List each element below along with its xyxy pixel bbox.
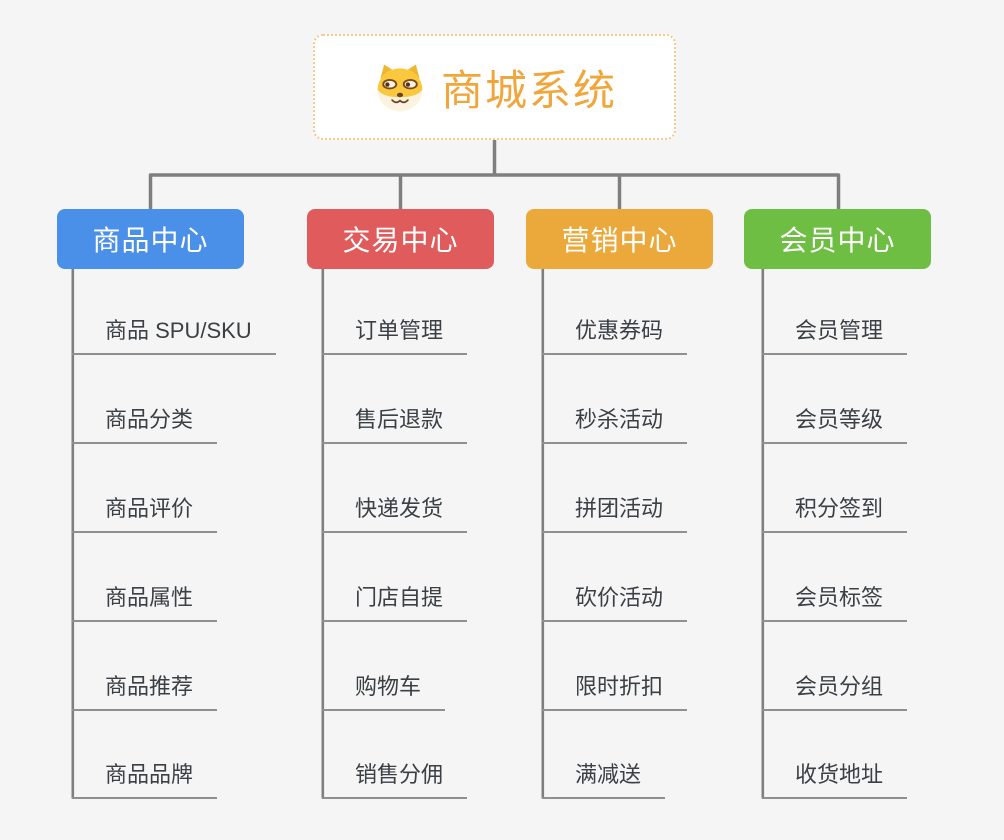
branch-member-center[interactable]: 会员中心	[744, 209, 931, 269]
leaf-item[interactable]: 积分签到	[762, 485, 908, 533]
leaf-item[interactable]: 售后退款	[322, 396, 468, 444]
leaf-item[interactable]: 订单管理	[322, 307, 468, 355]
leaf-item[interactable]: 快递发货	[322, 485, 468, 533]
leaf-item[interactable]: 会员分组	[762, 663, 908, 711]
leaf-item[interactable]: 商品品牌	[72, 751, 218, 799]
leaf-item[interactable]: 商品属性	[72, 574, 218, 622]
leaf-item[interactable]: 门店自提	[322, 574, 468, 622]
leaf-item[interactable]: 会员管理	[762, 307, 908, 355]
branch-marketing-center[interactable]: 营销中心	[526, 209, 713, 269]
branch-trade-center[interactable]: 交易中心	[307, 209, 494, 269]
leaf-item[interactable]: 购物车	[322, 663, 446, 711]
root-node[interactable]: 商城系统	[313, 34, 676, 140]
root-to-branch-links	[148, 140, 841, 209]
root-title: 商城系统	[440, 66, 617, 114]
leaf-item[interactable]: 商品推荐	[72, 663, 218, 711]
branch-product-center[interactable]: 商品中心	[57, 209, 244, 269]
leaf-item[interactable]: 销售分佣	[322, 751, 468, 799]
leaf-item[interactable]: 会员等级	[762, 396, 908, 444]
shiba-dog-icon	[377, 64, 423, 112]
leaf-item[interactable]: 秒杀活动	[542, 396, 688, 444]
leaf-item[interactable]: 满减送	[542, 751, 666, 799]
leaf-item[interactable]: 会员标签	[762, 574, 908, 622]
leaf-item[interactable]: 限时折扣	[542, 663, 688, 711]
leaf-item[interactable]: 砍价活动	[542, 574, 688, 622]
leaf-item[interactable]: 商品分类	[72, 396, 218, 444]
leaf-item[interactable]: 收货地址	[762, 751, 908, 799]
leaf-item[interactable]: 商品评价	[72, 485, 218, 533]
leaf-item[interactable]: 商品 SPU/SKU	[72, 307, 276, 355]
leaf-item[interactable]: 拼团活动	[542, 485, 688, 533]
leaf-item[interactable]: 优惠券码	[542, 307, 688, 355]
